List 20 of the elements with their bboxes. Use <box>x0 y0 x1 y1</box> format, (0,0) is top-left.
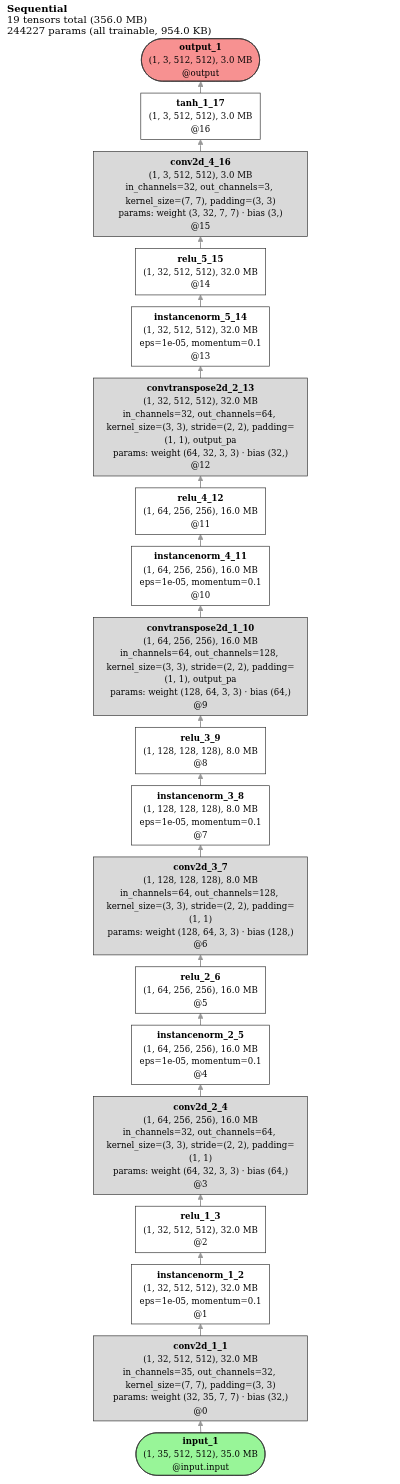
node-box: tanh_1_17 (1, 3, 512, 512), 3.0 MB @16 <box>139 92 261 140</box>
summary-note: 244227 params (all trainable, 954.0 KB) <box>7 25 212 36</box>
node-box: instancenorm_1_2 (1, 32, 512, 512), 32.0 MB eps=1e-05, momentum=0.1 @1 <box>130 1264 270 1325</box>
node-box: conv2d_4_16 (1, 3, 512, 512), 3.0 MB in_channels=32, out_channels=3, kernel_size=(7, 7), padding=(3, 3) params: weight (3, 32, 7, 7) · bias (3,) @15 <box>92 151 308 237</box>
node-box: instancenorm_3_8 (1, 128, 128, 128), 8.0 MB eps=1e-05, momentum=0.1 @7 <box>130 785 270 846</box>
node-box: conv2d_1_1 (1, 32, 512, 512), 32.0 MB in_channels=35, out_channels=32, kernel_size=(7, 7), padding=(3, 3) params: weight (32, 35, 7, 7) · bias (32,) @0 <box>92 1335 308 1422</box>
node-box: convtranspose2d_1_10 (1, 64, 256, 256), 16.0 MB in_channels=64, out_channels=128, kernel_size=(3, 3), stride=(2, 2), padding=(1, 1), output_pa params: weight (128, 64, 3, 3) · bias (64,) @9 <box>92 617 308 716</box>
node-box: relu_2_6 (1, 64, 256, 256), 16.0 MB @5 <box>134 966 266 1014</box>
node-box: instancenorm_5_14 (1, 32, 512, 512), 32.0 MB eps=1e-05, momentum=0.1 @13 <box>130 306 270 367</box>
node-box: relu_4_12 (1, 64, 256, 256), 16.0 MB @11 <box>134 487 266 535</box>
diagram-title: Sequential <box>7 3 68 14</box>
summary-note: 19 tensors total (356.0 MB) <box>7 14 148 25</box>
node-box: conv2d_3_7 (1, 128, 128, 128), 8.0 MB in_channels=64, out_channels=128, kernel_size=(3, 3), stride=(2, 2), padding=(1, 1) params: weight (128, 64, 3, 3) · bias (128,) @6 <box>92 856 308 956</box>
node-box: convtranspose2d_2_13 (1, 32, 512, 512), 32.0 MB in_channels=32, out_channels=64, kernel_size=(3, 3), stride=(2, 2), padding=(1, 1), output_pa params: weight (64, 32, 3, 3) · bias (32,) @12 <box>92 377 308 477</box>
node-box: instancenorm_2_5 (1, 64, 256, 256), 16.0 MB eps=1e-05, momentum=0.1 @4 <box>130 1024 270 1085</box>
node-box: relu_1_3 (1, 32, 512, 512), 32.0 MB @2 <box>134 1205 266 1254</box>
node-box: instancenorm_4_11 (1, 64, 256, 256), 16.0 MB eps=1e-05, momentum=0.1 @10 <box>130 545 270 606</box>
node-box: conv2d_2_4 (1, 64, 256, 256), 16.0 MB in_channels=32, out_channels=64, kernel_size=(3, 3), stride=(2, 2), padding=(1, 1) params: weight (64, 32, 3, 3) · bias (64,) @3 <box>92 1096 308 1195</box>
node-box: relu_5_15 (1, 32, 512, 512), 32.0 MB @14 <box>134 248 266 296</box>
node-box: relu_3_9 (1, 128, 128, 128), 8.0 MB @8 <box>134 727 266 775</box>
